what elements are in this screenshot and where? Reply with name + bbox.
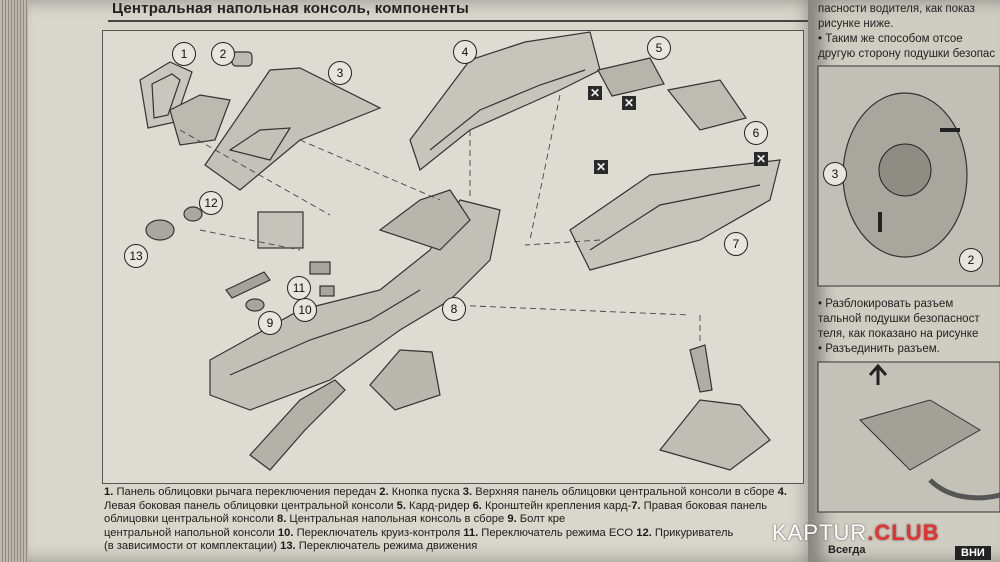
callout-11: 11	[287, 276, 311, 300]
cross-box-icon: ✕	[754, 152, 768, 166]
part-12-lighter	[183, 206, 203, 222]
right-bullet: теля, как показано на рисунке	[818, 328, 979, 340]
right-text-line: другую сторону подушки безопас	[818, 48, 996, 60]
cross-box-icon: ✕	[622, 96, 636, 110]
pad-insert	[225, 271, 271, 299]
cross-box-icon: ✕	[594, 160, 608, 174]
part-8-floor-console	[209, 199, 501, 411]
kaptur-club-watermark: KAPTUR.CLUB	[772, 520, 940, 545]
right-bottom-text: Всегда	[828, 544, 866, 556]
switch-panel	[257, 211, 304, 249]
part-7-right-panel	[569, 159, 781, 271]
page-title: Центральная напольная консоль, компонент…	[112, 0, 469, 17]
right-callout-2: 2	[959, 248, 983, 272]
callout-1: 1	[172, 42, 196, 66]
callout-5: 5	[647, 36, 671, 60]
right-bullet: • Разъединить разъем.	[818, 343, 940, 355]
callout-4: 4	[453, 40, 477, 64]
right-bottom-tab: ВНИ	[955, 546, 991, 560]
callout-12: 12	[199, 191, 223, 215]
callout-7: 7	[724, 232, 748, 256]
assembly-lines	[179, 94, 701, 345]
part-6-bracket	[666, 79, 747, 131]
right-bullet: • Разблокировать разъем	[818, 298, 954, 310]
part-3-upper-trim	[204, 67, 382, 191]
title-rule	[108, 20, 808, 22]
right-bullet: тальной подушки безопасност	[818, 313, 980, 325]
shifter-mechanism	[658, 399, 771, 471]
part-9-bolt	[245, 298, 265, 312]
part-5-card-reader	[597, 57, 665, 97]
callout-9: 9	[258, 311, 282, 335]
callout-8: 8	[442, 297, 466, 321]
callout-2: 2	[211, 42, 235, 66]
handbrake-lever	[249, 379, 346, 471]
book-page-edges	[0, 0, 30, 562]
part-11-eco-switch	[309, 261, 331, 275]
right-text-line: рисунке ниже.	[818, 18, 894, 30]
cross-box-icon: ✕	[588, 86, 602, 100]
callout-10: 10	[293, 298, 317, 322]
shifter-boot	[369, 349, 441, 411]
callout-6: 6	[744, 121, 768, 145]
right-callout-3: 3	[823, 162, 847, 186]
part-10-cruise-switch	[319, 285, 335, 297]
right-text-line: • Таким же способом отсое	[818, 33, 963, 45]
callout-13: 13	[124, 244, 148, 268]
callout-3: 3	[328, 61, 352, 85]
gear-lever	[689, 344, 713, 393]
right-text-line: пасности водителя, как показ	[818, 3, 975, 15]
figure-caption: 1. Панель облицовки рычага переключения …	[104, 486, 787, 553]
part-13-mode-switch	[145, 219, 175, 241]
